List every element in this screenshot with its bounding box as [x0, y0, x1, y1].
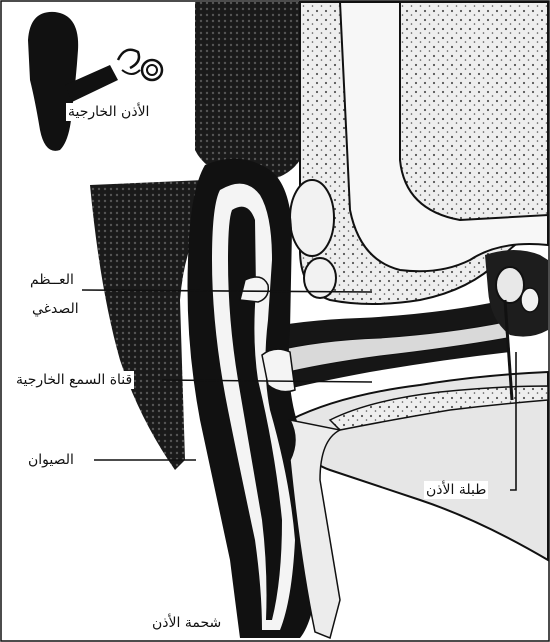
label-temporal-bone-line1: العــظم: [28, 271, 76, 289]
leader-ear-canal: [162, 380, 372, 382]
label-ear-canal: قناة السمع الخارجية: [14, 371, 134, 389]
label-pinna: الصيوان: [26, 451, 76, 469]
label-temporal-bone-line2: الصدغي: [30, 300, 81, 318]
label-earlobe: شحمة الأذن: [150, 614, 223, 632]
label-eardrum: طبلة الأذن: [424, 481, 488, 499]
outer-ear-thumbnail: [28, 12, 162, 151]
label-outer-ear: الأذن الخارجية: [66, 103, 151, 121]
